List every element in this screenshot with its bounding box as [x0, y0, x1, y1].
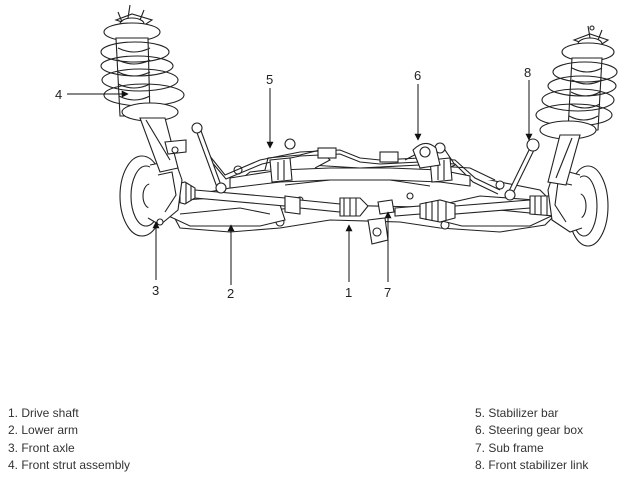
sub-frame-mount	[367, 199, 395, 245]
legend-left: 1. Drive shaft 2. Lower arm 3. Front axl…	[8, 405, 130, 474]
legend-item-steering-gear-box: 6. Steering gear box	[475, 423, 584, 438]
callout-8: 8	[524, 65, 531, 80]
legend-item-lower-arm: 2. Lower arm	[8, 423, 79, 438]
front-stabilizer-link	[191, 122, 540, 201]
legend-item-front-stabilizer-link: 8. Front stabilizer link	[475, 457, 589, 472]
front-axle-right	[547, 165, 609, 247]
callout-7: 7	[384, 285, 391, 300]
callout-4: 4	[55, 87, 62, 102]
callout-6: 6	[414, 68, 421, 83]
legend-right: 5. Stabilizer bar 6. Steering gear box 7…	[475, 405, 588, 474]
legend-item-drive-shaft: 1. Drive shaft	[8, 406, 79, 420]
front-strut-assembly-right	[535, 25, 618, 186]
steering-gear-box	[229, 142, 471, 189]
callout-1: 1	[345, 285, 352, 300]
callout-5: 5	[266, 72, 273, 87]
callout-3: 3	[152, 283, 159, 298]
legend-item-front-strut-assembly: 4. Front strut assembly	[8, 457, 131, 472]
callout-2: 2	[227, 286, 234, 301]
front-suspension-diagram: 4 5 6 8 3 2 1 7	[55, 4, 618, 301]
legend-item-front-axle: 3. Front axle	[8, 440, 75, 455]
legend-item-sub-frame: 7. Sub frame	[475, 440, 544, 455]
front-axle-left	[119, 155, 183, 237]
stabilizer-bar	[204, 147, 501, 195]
leader-lines	[67, 80, 533, 285]
front-strut-assembly-left	[100, 4, 187, 173]
legend-item-stabilizer-bar: 5. Stabilizer bar	[475, 406, 559, 420]
